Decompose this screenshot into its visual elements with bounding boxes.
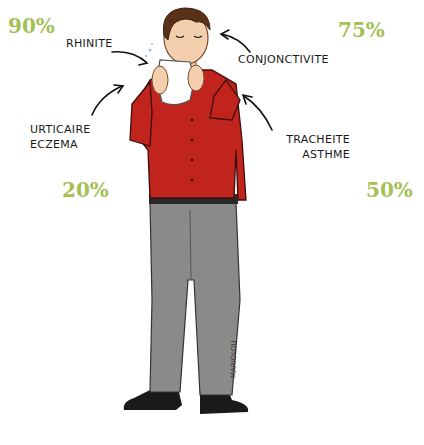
symptom-label: CONJONCTIVITE (238, 52, 358, 67)
leader-arrow (112, 52, 146, 62)
eyes (176, 36, 202, 38)
trouser-seam (190, 210, 191, 280)
arrow-head (139, 58, 147, 65)
arm (130, 82, 152, 146)
arrow-head (243, 95, 252, 104)
leader-arrow (244, 96, 272, 130)
percentage: 20% (62, 178, 109, 202)
arm (210, 80, 240, 120)
hand (152, 66, 168, 94)
trousers (150, 202, 240, 395)
signature: MARIOLOU (230, 340, 239, 378)
percentage: 50% (366, 178, 413, 202)
arrow-head (221, 30, 229, 39)
leader-arrow (92, 86, 122, 115)
arrow-head (114, 85, 123, 93)
symptom-label: TRACHEITE ASTHME (266, 132, 350, 162)
symptom-label: RHINITE (66, 36, 146, 51)
symptom-label: URTICAIRE ECZEMA (30, 122, 110, 152)
hand (188, 65, 204, 91)
leader-arrow (222, 34, 250, 52)
percentage: 90% (8, 14, 55, 38)
percentage: 75% (338, 18, 385, 42)
hair (163, 8, 210, 40)
